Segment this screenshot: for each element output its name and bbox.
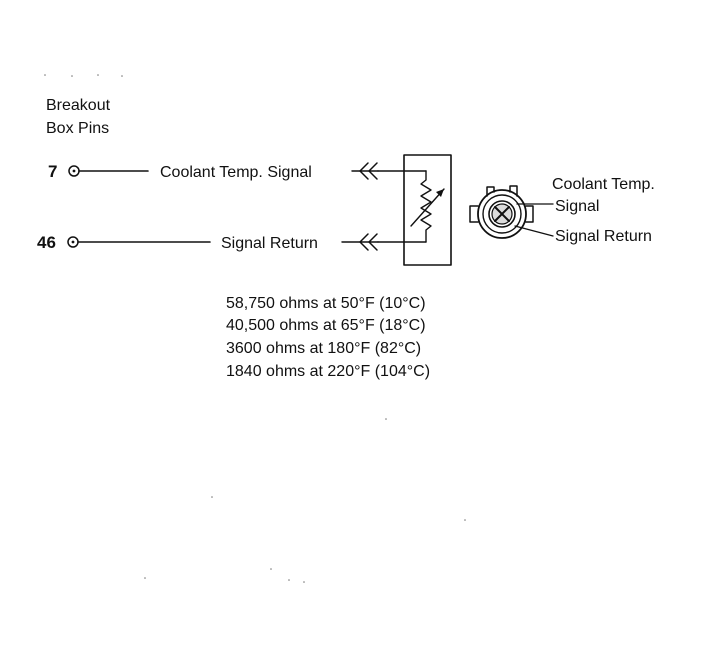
pin-46-connector-icon <box>341 233 405 251</box>
sensor-return-label: Signal Return <box>555 228 652 245</box>
pin-7-number: 7 <box>48 162 57 181</box>
pin-46-row: 46 Signal Return <box>37 233 405 252</box>
spec-line-1: 58,750 ohms at 50°F (10°C) <box>226 295 426 312</box>
scan-specks <box>44 74 466 583</box>
thermistor-box <box>403 154 452 266</box>
header-line-2: Box Pins <box>46 120 109 137</box>
sensor-signal-label-1: Coolant Temp. <box>552 176 655 193</box>
coolant-sensor-icon <box>469 185 554 239</box>
pin-7-signal-label: Coolant Temp. Signal <box>160 164 312 181</box>
pin-7-row: 7 Coolant Temp. Signal <box>48 162 405 181</box>
pin-46-terminal-icon <box>67 236 79 248</box>
pin-46-signal-label: Signal Return <box>221 235 318 252</box>
variable-resistor-icon <box>403 170 445 243</box>
spec-line-2: 40,500 ohms at 65°F (18°C) <box>226 317 426 334</box>
spec-line-4: 1840 ohms at 220°F (104°C) <box>226 363 431 380</box>
sensor-signal-label-2: Signal <box>555 198 599 215</box>
spec-line-3: 3600 ohms at 180°F (82°C) <box>226 340 422 357</box>
pin-7-terminal-icon <box>68 165 80 177</box>
pin-46-number: 46 <box>37 233 56 252</box>
header-line-1: Breakout <box>46 97 111 114</box>
pin-7-connector-icon <box>351 162 405 180</box>
